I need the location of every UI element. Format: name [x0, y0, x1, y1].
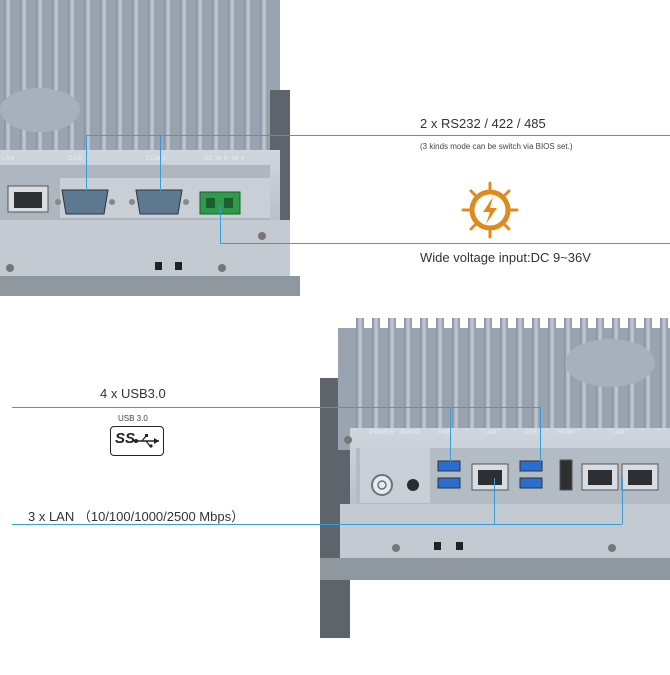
usb3-logo-frame: SS: [110, 426, 164, 456]
port-label-power: POWER: [370, 430, 395, 436]
usb-callout-line: [12, 407, 540, 408]
power-leader: [220, 205, 221, 243]
port-label-audio: AUDIO: [400, 430, 421, 436]
usb3-logo-caption: USB 3.0: [118, 414, 148, 423]
usb-trident-icon: [134, 434, 159, 448]
port-label-com2: COM 2: [68, 156, 89, 162]
port-label-hdmi: HDMI: [558, 430, 575, 436]
lan-callout-line: [12, 524, 622, 525]
lan-leader-left: [494, 478, 495, 524]
port-label-dcin: DC IN 9~36 V: [204, 156, 245, 162]
serial-leader-right: [160, 135, 161, 191]
lan-title: 3 x LAN （10/100/1000/2500 Mbps）: [28, 509, 245, 524]
serial-leader-left: [86, 135, 87, 191]
bottom-device: POWER AUDIO USB LAN USB HDMI LAN: [320, 318, 670, 670]
port-label-lan: LAN: [2, 156, 15, 162]
top-device: LAN COM 2 COM 1 DC IN 9~36 V: [0, 0, 300, 300]
usb3-logo: USB 3.0 SS: [108, 414, 168, 459]
power-callout-line: [220, 243, 670, 244]
serial-note: (3 kinds mode can be switch via BIOS set…: [420, 142, 573, 151]
lan-leader-right: [622, 478, 623, 524]
bottom-device-illustration: [320, 318, 670, 638]
port-label-usb2: USB: [524, 430, 538, 436]
port-label-usb1: USB: [438, 430, 452, 436]
serial-title: 2 x RS232 / 422 / 485: [420, 116, 546, 131]
port-label-com1: COM 1: [146, 156, 167, 162]
usb-leader-left: [450, 407, 451, 462]
usb3-logo-text: SS: [115, 430, 136, 447]
lightning-icon: [460, 180, 520, 240]
usb-title: 4 x USB3.0: [100, 386, 166, 401]
top-device-illustration: [0, 0, 300, 296]
port-label-lan2: LAN: [612, 430, 625, 436]
serial-callout-line: [86, 135, 670, 136]
power-title: Wide voltage input:DC 9~36V: [420, 250, 591, 265]
usb-leader-right: [540, 407, 541, 462]
port-label-lan1: LAN: [484, 430, 497, 436]
